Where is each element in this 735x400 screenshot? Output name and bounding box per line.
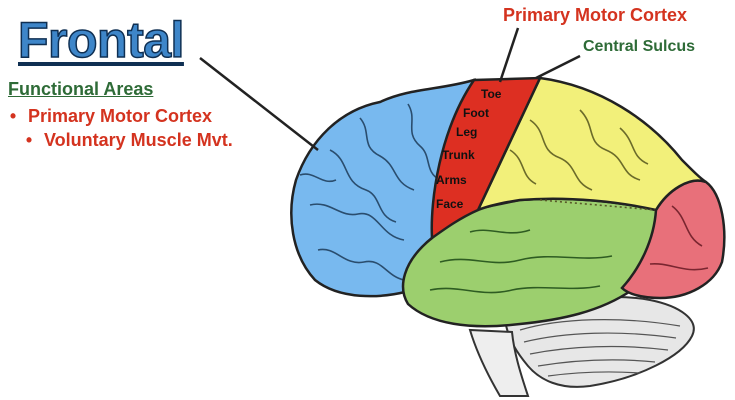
primary-motor-cortex-region [430,76,542,241]
frontal-pointer-line [199,57,319,151]
central-sulcus-pointer-line [535,54,581,80]
parietal-lobe [475,76,707,213]
frontal-lobe [290,78,476,298]
functional-area-item: • Voluntary Muscle Mvt. [22,129,233,151]
motor-strip-label-arms: Arms [436,173,467,187]
motor-strip-label-face: Face [436,197,464,211]
bullet-icon: • [25,130,33,150]
functional-areas-heading: Functional Areas [8,79,154,99]
central-sulcus-callout: Central Sulcus [583,38,696,55]
functional-area-label: Voluntary Muscle Mvt. [44,130,233,150]
functional-area-label: Primary Motor Cortex [28,106,213,126]
brainstem [468,328,530,397]
motor-strip-label-trunk: Trunk [442,148,475,162]
motor-strip-label-foot: Foot [463,106,489,120]
motor-strip-label-leg: Leg [456,125,478,139]
motor-strip-label-toe: Toe [481,87,502,101]
primary-motor-cortex-callout: Primary Motor Cortex [503,5,688,25]
motor-cortex-pointer-line [498,27,520,83]
functional-area-item: • Primary Motor Cortex [6,105,212,127]
bullet-icon: • [9,106,17,126]
diagram-title: Frontal [17,11,185,69]
